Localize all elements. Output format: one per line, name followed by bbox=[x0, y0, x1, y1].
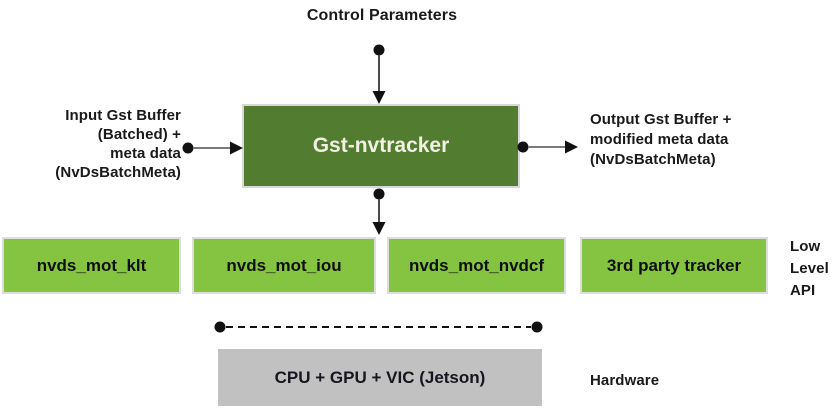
output-gst-buffer-label: Output Gst Buffer + modified meta data (… bbox=[590, 111, 732, 168]
gst-nvtracker-node: Gst-nvtracker bbox=[242, 104, 520, 188]
control-to-tracker-arrow bbox=[372, 44, 386, 104]
low-level-to-hardware-dashed-line bbox=[214, 321, 543, 333]
connector-dot-icon bbox=[214, 321, 226, 333]
hardware-label: Hardware bbox=[590, 372, 660, 389]
low-level-tracker-nvdcf-label: nvds_mot_nvdcf bbox=[408, 255, 545, 275]
low-level-api-label: Low Level API bbox=[790, 238, 829, 299]
control-parameters-label: Control Parameters bbox=[306, 7, 458, 24]
input-to-tracker-arrow bbox=[182, 141, 243, 155]
low-level-tracker-3rdparty-node: 3rd party tracker bbox=[580, 237, 768, 294]
arrowhead-down-icon bbox=[372, 222, 386, 235]
connector-dot-icon bbox=[373, 188, 385, 200]
connector-dot-icon bbox=[182, 142, 194, 154]
low-level-tracker-klt-node: nvds_mot_klt bbox=[2, 237, 181, 294]
low-level-tracker-iou-node: nvds_mot_iou bbox=[192, 237, 376, 294]
arrowhead-down-icon bbox=[372, 91, 386, 104]
hardware-node: CPU + GPU + VIC (Jetson) bbox=[218, 349, 542, 406]
arrowhead-right-icon bbox=[565, 140, 578, 154]
connector-dot-icon bbox=[373, 44, 385, 56]
low-level-tracker-3rdparty-label: 3rd party tracker bbox=[606, 255, 742, 275]
tracker-to-low-level-arrow bbox=[372, 188, 386, 235]
input-gst-buffer-label: Input Gst Buffer (Batched) + meta data (… bbox=[55, 107, 181, 181]
connector-dot-icon bbox=[531, 321, 543, 333]
hardware-node-label: CPU + GPU + VIC (Jetson) bbox=[274, 367, 486, 387]
tracker-to-output-arrow bbox=[517, 140, 578, 154]
gst-nvtracker-node-label: Gst-nvtracker bbox=[312, 134, 450, 157]
low-level-tracker-nvdcf-node: nvds_mot_nvdcf bbox=[387, 237, 566, 294]
low-level-tracker-iou-label: nvds_mot_iou bbox=[226, 255, 342, 275]
low-level-tracker-klt-label: nvds_mot_klt bbox=[36, 255, 147, 275]
